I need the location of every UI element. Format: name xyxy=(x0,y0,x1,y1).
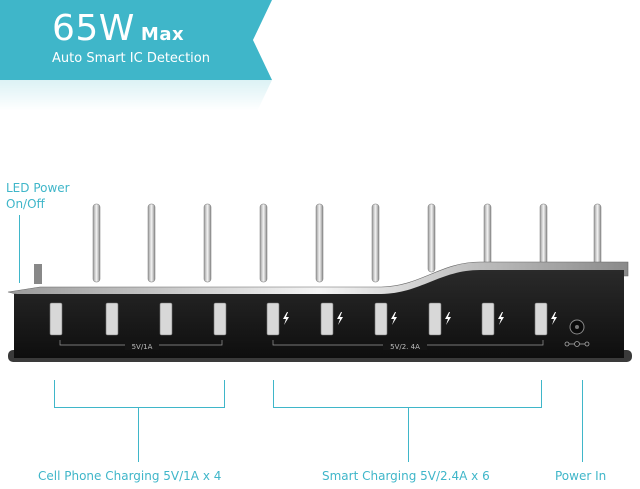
led-power-line1: LED Power xyxy=(6,181,70,195)
led-power-line2: On/Off xyxy=(6,197,45,211)
lightning-icons xyxy=(283,312,557,325)
spec-banner xyxy=(0,0,272,80)
usb-port xyxy=(105,302,119,336)
lightning-icon xyxy=(391,312,397,325)
ports-smart xyxy=(266,302,548,336)
label-5v-24a: 5V/2. 4A xyxy=(390,343,420,351)
smart-leader-right xyxy=(541,380,542,407)
usb-port xyxy=(266,302,280,336)
cell-phone-stem xyxy=(138,407,139,462)
usb-port xyxy=(534,302,548,336)
ports-standard xyxy=(49,302,227,336)
usb-port xyxy=(49,302,63,336)
divider xyxy=(259,203,268,283)
lightning-icon xyxy=(337,312,343,325)
divider xyxy=(539,203,548,269)
banner-subtitle: Auto Smart IC Detection xyxy=(52,51,210,66)
divider xyxy=(427,203,436,273)
smart-leader-left xyxy=(273,380,274,407)
usb-port xyxy=(320,302,334,336)
led-power-leader xyxy=(19,215,20,283)
device-body xyxy=(14,270,624,358)
charging-station: 5V/1A 5V/2. 4A xyxy=(7,203,632,362)
cell-phone-leader-left xyxy=(54,380,55,407)
reflection-fade xyxy=(0,80,272,114)
divider xyxy=(593,203,602,269)
smart-charging-label: Smart Charging 5V/2.4A x 6 xyxy=(322,469,490,483)
cell-phone-leader-right xyxy=(224,380,225,407)
divider xyxy=(147,203,156,283)
divider xyxy=(203,203,212,283)
banner-reflection xyxy=(0,80,272,114)
power-in-label: Power In xyxy=(555,469,607,483)
lightning-icon xyxy=(283,312,289,325)
usb-port xyxy=(213,302,227,336)
smart-stem xyxy=(408,407,409,462)
led-switch xyxy=(34,264,42,284)
banner-max: Max xyxy=(140,24,185,45)
power-jack-pin xyxy=(575,325,579,329)
divider xyxy=(371,203,380,283)
lightning-icon xyxy=(551,312,557,325)
label-5v-1a: 5V/1A xyxy=(132,343,153,351)
cell-phone-bracket xyxy=(54,407,225,408)
smart-bracket xyxy=(273,407,542,408)
led-power-label: LED Power On/Off xyxy=(6,180,70,212)
usb-port xyxy=(481,302,495,336)
polarity-icon xyxy=(564,341,590,347)
divider xyxy=(92,203,101,283)
usb-port xyxy=(159,302,173,336)
power-in-leader xyxy=(582,380,583,462)
dividers xyxy=(92,203,602,283)
usb-port xyxy=(428,302,442,336)
divider xyxy=(315,203,324,283)
label-bg-1a xyxy=(125,341,159,350)
divider xyxy=(483,203,492,269)
usb-port xyxy=(374,302,388,336)
banner-wattage: 65W xyxy=(52,8,135,49)
label-bg-24a xyxy=(383,341,427,350)
lightning-icon xyxy=(445,312,451,325)
lightning-icon xyxy=(498,312,504,325)
cell-phone-charging-label: Cell Phone Charging 5V/1A x 4 xyxy=(38,469,222,483)
